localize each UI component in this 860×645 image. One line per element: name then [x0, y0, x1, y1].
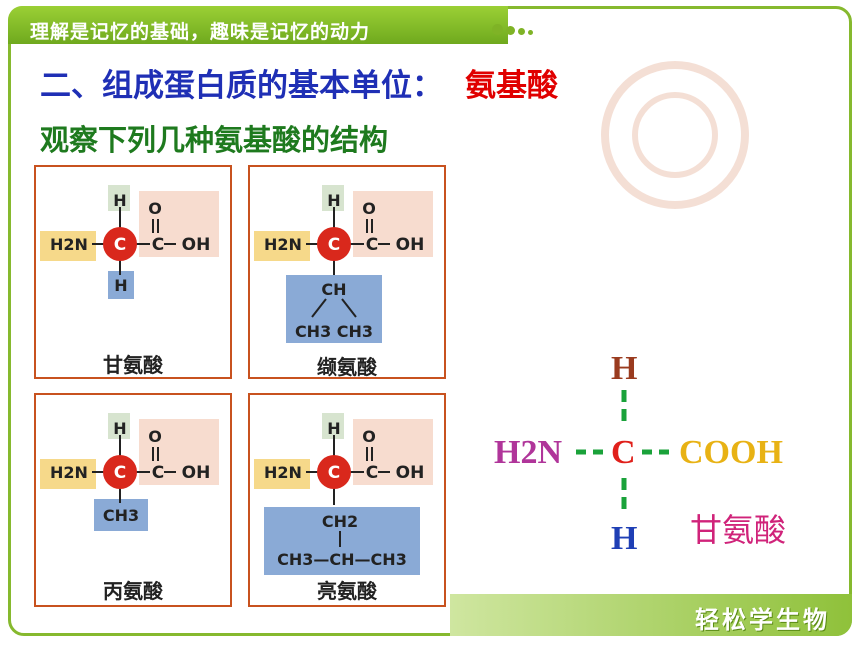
- r-group-box: [94, 499, 148, 531]
- general-formula-bonds: [576, 390, 676, 512]
- formula-bottom-h: H: [611, 520, 638, 557]
- r-group-box: [108, 271, 134, 299]
- watermark-logo-icon: [601, 61, 749, 209]
- carboxyl-c-text: C: [152, 463, 164, 483]
- formula-carbon: C: [611, 434, 636, 471]
- hydroxyl-text: OH: [182, 463, 211, 483]
- header-bar: 理解是记忆的基础，趣味是记忆的动力: [8, 6, 508, 44]
- top-h-box: [108, 185, 130, 211]
- valine-structure-diagram: H O C C OH H2N CH CH3 CH3: [254, 185, 433, 343]
- amino-group-box: [254, 231, 310, 261]
- page-subtitle: 观察下列几种氨基酸的结构: [40, 123, 389, 157]
- amino-text: H2N: [50, 235, 88, 254]
- carboxyl-c-text: C: [152, 235, 164, 255]
- hydroxyl-text: OH: [396, 235, 425, 255]
- top-h-text: H: [113, 191, 126, 210]
- footer-text: 轻松学生物: [695, 606, 830, 634]
- carbon-text: C: [114, 463, 126, 483]
- card-name-valine: 缬氨酸: [317, 355, 377, 379]
- top-h-box: [322, 185, 344, 211]
- r-group-line-1: CH3: [103, 506, 139, 525]
- r-group-line-2: CH3—CH—CH3: [277, 550, 407, 569]
- formula-amino: H2N: [494, 434, 562, 471]
- carbonyl-o-text: O: [148, 427, 162, 446]
- amino-group-box: [40, 459, 96, 489]
- amino-group-box: [40, 231, 96, 261]
- formula-name: 甘氨酸: [690, 511, 787, 549]
- card-glycine: H O C C OH H2N H 甘氨酸: [34, 165, 232, 379]
- carbonyl-o-text: O: [362, 199, 376, 218]
- leucine-structure-diagram: H O C C OH H2N CH2 CH3—CH—CH3: [254, 413, 433, 575]
- amino-text: H2N: [50, 463, 88, 482]
- top-h-text: H: [327, 191, 340, 210]
- r-group-line-1: H: [114, 276, 127, 295]
- header-title: 理解是记忆的基础，趣味是记忆的动力: [30, 21, 371, 43]
- alpha-carbon-circle: [317, 227, 351, 261]
- carboxyl-c-text: C: [366, 463, 378, 483]
- formula-top-h: H: [611, 350, 638, 387]
- r-group-box: [286, 275, 382, 343]
- card-name-leucine: 亮氨酸: [317, 579, 377, 603]
- top-h-text: H: [113, 419, 126, 438]
- header-dots-decoration: [492, 20, 536, 39]
- r-group-line-1: CH: [321, 280, 346, 299]
- hydroxyl-text: OH: [396, 463, 425, 483]
- card-name-alanine: 丙氨酸: [103, 579, 163, 603]
- alanine-structure-diagram: H O C C OH H2N CH3: [40, 413, 219, 531]
- card-leucine: H O C C OH H2N CH2 CH3—CH—CH3 亮氨酸: [248, 393, 446, 607]
- amino-group-box: [254, 459, 310, 489]
- formula-carboxyl: COOH: [679, 434, 783, 471]
- card-valine: H O C C OH H2N CH CH3 CH3 缬氨酸: [248, 165, 446, 379]
- carbon-text: C: [328, 463, 340, 483]
- r-group-line-2: CH3 CH3: [295, 322, 373, 341]
- alpha-carbon-circle: [317, 455, 351, 489]
- carbonyl-o-text: O: [148, 199, 162, 218]
- r-group-line-1: CH2: [322, 512, 358, 531]
- card-name-glycine: 甘氨酸: [103, 353, 163, 377]
- alpha-carbon-circle: [103, 227, 137, 261]
- carbon-text: C: [114, 235, 126, 255]
- carbon-text: C: [328, 235, 340, 255]
- top-h-box: [108, 413, 130, 439]
- hydroxyl-text: OH: [182, 235, 211, 255]
- title-prefix: 二、组成蛋白质的基本单位：: [40, 68, 443, 104]
- glycine-structure-diagram: H O C C OH H2N H: [40, 185, 219, 299]
- top-h-box: [322, 413, 344, 439]
- r-group-box: [264, 507, 420, 575]
- top-h-text: H: [327, 419, 340, 438]
- footer-bar: 轻松学生物: [450, 594, 852, 636]
- page-title: 二、组成蛋白质的基本单位： 氨基酸: [40, 60, 558, 105]
- alpha-carbon-circle: [103, 455, 137, 489]
- card-alanine: H O C C OH H2N CH3 丙氨酸: [34, 393, 232, 607]
- carboxyl-c-text: C: [366, 235, 378, 255]
- title-highlight: 氨基酸: [465, 68, 558, 104]
- carbonyl-o-text: O: [362, 427, 376, 446]
- amino-text: H2N: [264, 463, 302, 482]
- amino-text: H2N: [264, 235, 302, 254]
